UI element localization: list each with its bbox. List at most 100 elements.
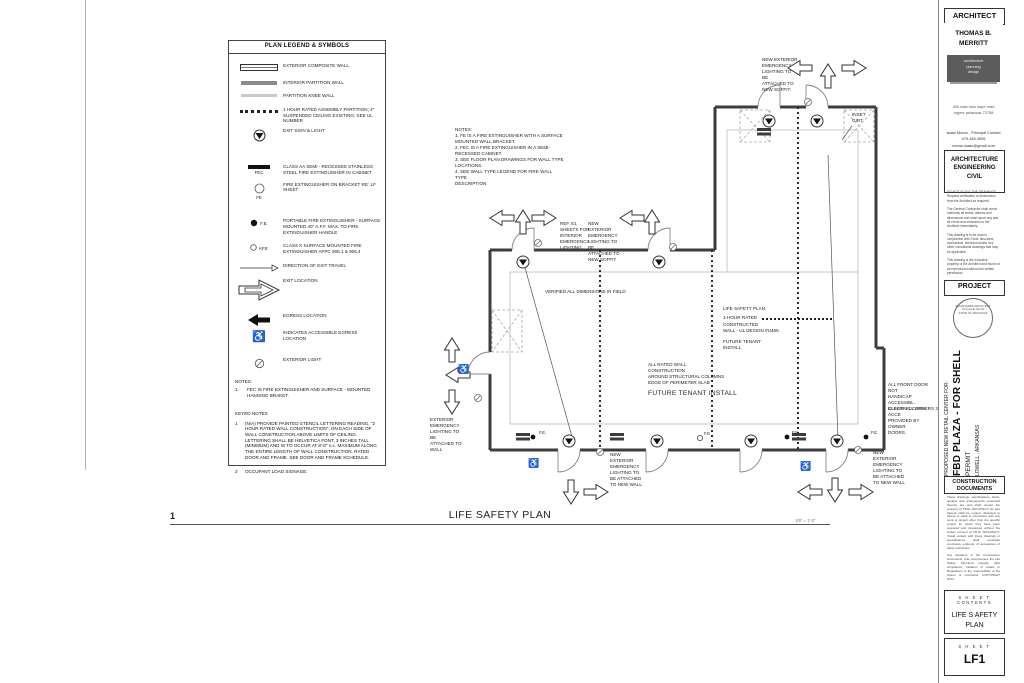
legend-item-interior-wall: INTERIOR PARTITION WALL — [235, 80, 381, 86]
knee-wall-symbol — [241, 94, 277, 98]
construction-documents-text: These drawings, specifications, ideas, d… — [947, 495, 1000, 586]
legend-item-exterior-light: EXTERIOR LIGHT — [235, 357, 381, 369]
legal-note-3: This drawing is to be read in conjunctio… — [947, 232, 999, 254]
project-location: LOWELL , ARKANSAS — [975, 424, 981, 476]
life-safety-callout-title: LIFE SAFETY PLAN. — [723, 306, 767, 311]
legend-item-exit-sign: EXIT SIGN & LIGHT — [235, 128, 381, 142]
legend-item-knee-wall: PARTITION KNEE WALL — [235, 93, 381, 99]
drawing-number: 1 — [170, 511, 176, 521]
architect-name: THOMAS B. MERRITT — [944, 23, 1003, 59]
exterior-lighting-wall-note: EXTERIOR EMERGENCY LIGHTING TO BE ATTACH… — [430, 417, 462, 452]
sheet-contents-box: S H E E T CONTENTS LIFE S AFETY PLAN — [944, 590, 1005, 634]
project-header: PROJECT — [944, 280, 1005, 296]
fe-labels: F.E. F.E. F.E. F.E. — [539, 430, 878, 436]
legend-item-portable-fe: F.E. PORTABLE FIRE EXTINGUISHER - SURFAC… — [235, 218, 381, 235]
svg-text:F.E.: F.E. — [871, 430, 878, 435]
keyed-notes-title: KEYED NOTES — [235, 410, 268, 416]
svg-text:F.E.: F.E. — [704, 431, 711, 436]
wheelchair-symbols: ♿ ♿ ♿ — [458, 363, 811, 471]
legend-item-fec: FEC CLASS AA SEMI - RECESSED STAINLESS S… — [235, 164, 381, 176]
drawing-title: LIFE SAFETY PLAN — [448, 509, 552, 521]
structural-columns — [491, 109, 875, 353]
construction-documents-header: CONSTRUCTION DOCUMENTS — [944, 476, 1005, 494]
legend-keyed-notes: KEYED NOTES 1 (N/A) PROVIDE PAINTED STEN… — [235, 411, 379, 475]
inset-girt-label: INSET GIRT — [852, 112, 866, 123]
new-wall-lighting-note-mid: NEW EXTERIOR EMERGENCY LIGHTING TO BE AT… — [610, 452, 642, 487]
cd-paragraph-1: These drawings, specifications, ideas, d… — [947, 495, 1000, 550]
exterior-wall-symbol — [240, 63, 278, 71]
exterior-walls — [488, 105, 886, 452]
future-tenant-note-big: FUTURE TENANT INSTALL — [648, 390, 738, 397]
firm-brand-block: architecture planning design — [947, 55, 1000, 82]
legal-note-2: The General Contractor shall check unifo… — [947, 206, 999, 229]
one-hour-rated-note: 1-HOUR RATED — [723, 315, 758, 320]
sheet-label: S H E E T — [958, 644, 991, 649]
sheet-contents-label: S H E E T CONTENTS — [956, 595, 993, 605]
title-underline — [170, 524, 830, 525]
slab-edge-lines — [509, 129, 859, 425]
svg-text:F.E.: F.E. — [539, 430, 546, 435]
fec-cabinet-symbol — [248, 165, 270, 170]
legend-item-class-k: KFE CLASS K SURFACE MOUNTED FIRE EXTINGU… — [235, 243, 381, 254]
interior-wall-symbol — [241, 80, 277, 85]
ref-e1-note: REF. E1 SHEETS FOR INTERIOR EMERGENCY LI… — [560, 221, 590, 250]
leader-lines — [523, 125, 853, 445]
front-door-note: ALL FRONT DOOR NOT HANDICAP ACCESSIBL. C… — [888, 382, 938, 411]
soffit-lighting-note-left: NEW EXTERIOR EMERGENCY LIGHTING TO BE AT… — [588, 221, 620, 262]
legend-title: PLAN LEGEND & SYMBOLS — [229, 41, 385, 54]
card-access-note: ELECTRIC CARD ACCE PROVIDED BY OWNER DOO… — [888, 406, 926, 435]
exit-sign-icon — [253, 129, 265, 142]
fe-bracket-icon — [254, 183, 264, 194]
titleblock: ARCHITECT THOMAS B. MERRITT architecture… — [944, 8, 1005, 676]
legend-item-accessible-egress: ♿ INDICATES ACCESSIBLE EGRESS LOCATION — [235, 330, 381, 345]
exterior-light-icon — [254, 358, 264, 368]
keyed-note-1: (N/A) PROVIDE PAINTED STENCIL LETTERING … — [245, 420, 377, 460]
rated-assembly-symbol — [240, 109, 278, 113]
legend-note-1: FEC IS FIRE EXTINGUISHER AND SURFACE - M… — [247, 387, 371, 399]
portable-fe-icon — [251, 219, 258, 227]
sheet-number: LF1 — [963, 652, 986, 666]
cd-paragraph-2: Any deviation in the Construction Docume… — [947, 553, 1000, 581]
svg-text:♿: ♿ — [800, 460, 811, 471]
plan-notes: NOTES: 1. FE IS A FIRE EXTINGUISHER WITH… — [455, 127, 564, 186]
soffit-lighting-note-top: NEW EXTERIOR EMERGENCY LIGHTING TO BE AT… — [762, 57, 798, 92]
egress-arrow-icon — [248, 313, 270, 326]
legend-item-egress: EGRESS LOCATION — [235, 313, 381, 326]
svg-text:F.E.: F.E. — [792, 430, 799, 435]
titleblock-border-line — [938, 0, 939, 683]
legend-item-fe-bracket: FE FIRE EXTINGUISHER ON BRACKET RE: LF S… — [235, 182, 381, 201]
new-wall-lighting-note-right: NEW EXTERIOR EMERGENCY LIGHTING TO BE AT… — [873, 450, 905, 485]
sheet-contents-value: LIFE S AFETY PLAN — [951, 612, 998, 629]
legend-item-direction: DIRECTION OF EXIT TRAVEL — [235, 263, 381, 272]
firm-contact: Isaac Moran , Principal Contact 479.445.… — [946, 130, 1001, 148]
legal-note-4: This drawing is the exclusive property o… — [947, 258, 1000, 275]
keyed-note-2: OCCUPANT LOAD SIGNAGE. — [245, 468, 308, 474]
project-for: PROPOSED NEW RETAIL CENTER FOR: — [944, 380, 950, 476]
constructed-wall-note: CONSTRUCTED WALL - UL DESIGN #U465 — [723, 322, 779, 333]
legal-note-1: DO NOT SCALE THE DRAWINGS. Request verif… — [947, 190, 998, 203]
sheet-number-box: S H E E T LF1 — [944, 638, 1005, 676]
plan-legend-box: PLAN LEGEND & SYMBOLS EXTERIOR COMPOSITE… — [228, 40, 386, 474]
fire-extinguisher-symbols — [530, 434, 869, 441]
legend-item-rated-assembly: 1 HOUR RATED ASSEMBLY PARTITION; 4" SUSP… — [235, 107, 381, 124]
project-title-block: PROPOSED NEW RETAIL CENTER FOR: FBD PLAZ… — [944, 338, 1003, 476]
architect-seal: REGISTERED ARCHITECT Thomas B. Merritt S… — [953, 298, 993, 338]
exit-location-arrow-icon — [238, 279, 281, 301]
disciplines-block: ARCHITECTURE ENGINEERING CIVIL — [944, 150, 1005, 193]
legal-notes: DO NOT SCALE THE DRAWINGS. Request verif… — [947, 190, 1000, 279]
wheelchair-icon: ♿ — [252, 330, 266, 343]
project-name: FBD PLAZA - FOR SHELL — [952, 349, 963, 476]
verified-dimensions-note: VERIFIED ALL DIMENSIONS IN FIELD — [545, 289, 626, 294]
project-phase: PERMIT — [965, 451, 972, 476]
legend-notes-title: NOTES: — [235, 378, 253, 384]
all-rated-wall-note: ALL RATED WALL CONSTRUCTION AROUND STRUC… — [648, 362, 725, 385]
firm-address: 400 east new hope road rogers arkansas 7… — [952, 104, 995, 115]
svg-text:♿: ♿ — [458, 363, 469, 374]
sheet-edge-line — [85, 0, 86, 470]
legend-item-exit-location: EXIT LOCATION — [235, 278, 381, 301]
legend-item-exterior-wall: EXTERIOR COMPOSITE WALL. — [235, 63, 381, 71]
svg-text:♿: ♿ — [528, 457, 539, 468]
legend-notes: NOTES: 1. FEC IS FIRE EXTINGUISHER AND S… — [235, 379, 379, 399]
